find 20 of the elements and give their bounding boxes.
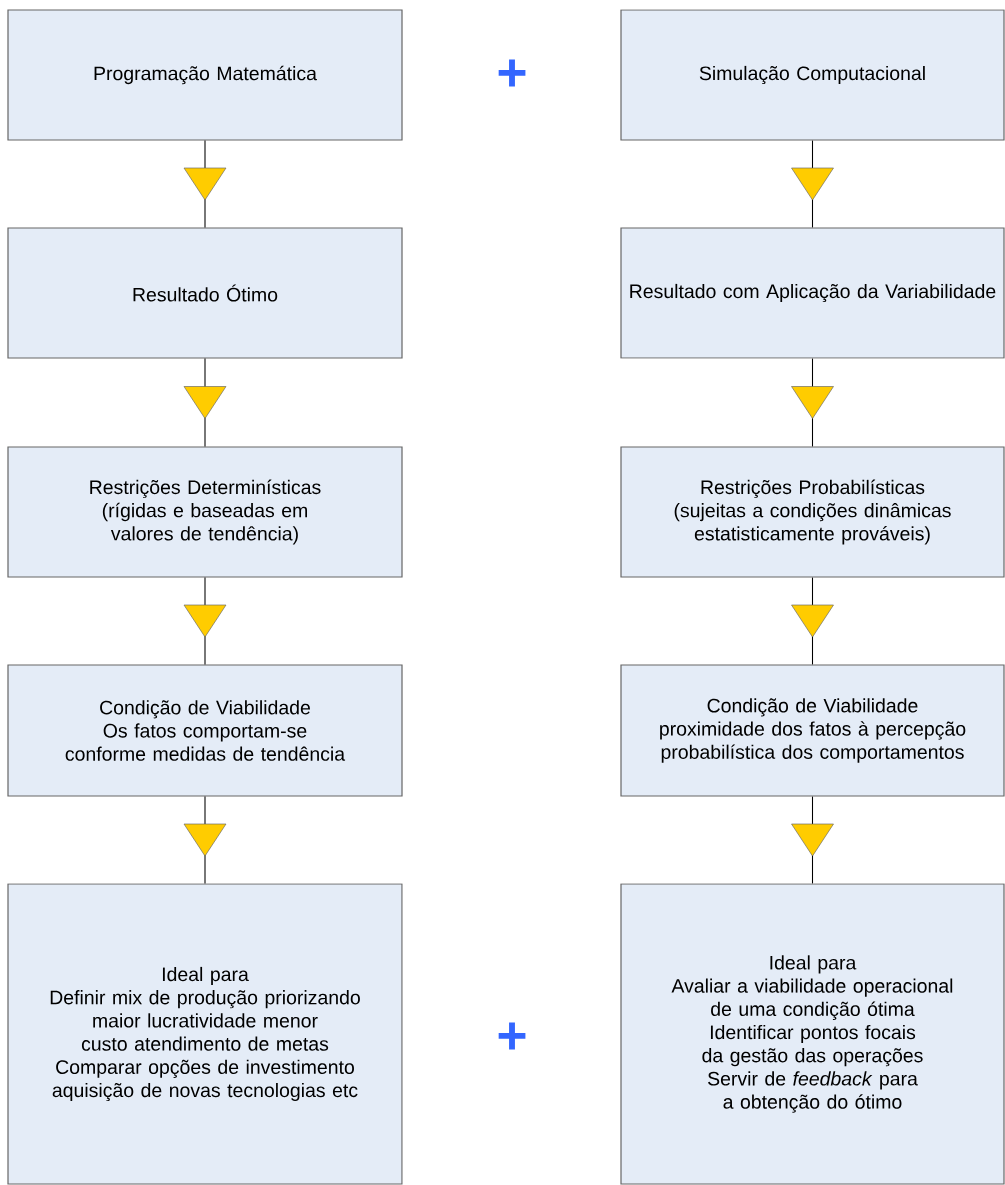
arrow [183, 358, 227, 447]
process-box: Restrições Probabilísticas (sujeitas a condições dinâmicas estatisticamente prováveis) [620, 446, 1005, 578]
process-box: Ideal para Definir mix de produção priorizando maior lucratividade menor custo atendimento de metas Comparar opções de investimento aquisição de novas tecnologias etc [7, 883, 403, 1185]
process-box: Programação Matemática [7, 9, 403, 141]
arrow [183, 796, 227, 884]
arrow [791, 796, 834, 884]
arrow [791, 140, 834, 228]
process-box: Ideal para Avaliar a viabilidade operacional de uma condição ótima Identificar pontos focais da gestão das operações Servir de feedback para a obtenção do ótimo [620, 883, 1005, 1185]
process-box: Condição de Viabilidade proximidade dos fatos à percepção probabilística dos comportamentos [620, 664, 1005, 797]
plus-sign: + [498, 59, 526, 87]
process-box: Simulação Computacional [620, 9, 1005, 141]
arrow [791, 577, 834, 665]
plus-sign: + [498, 1022, 526, 1050]
arrow [183, 577, 227, 665]
process-box: Resultado Ótimo [7, 227, 403, 359]
process-box: Resultado com Aplicação da Variabilidade [620, 227, 1005, 359]
arrow [791, 358, 834, 447]
process-box: Restrições Determinísticas (rígidas e baseadas em valores de tendência) [7, 446, 403, 578]
arrow [183, 140, 227, 228]
process-box: Condição de Viabilidade Os fatos comportam-se conforme medidas de tendência [7, 664, 403, 797]
